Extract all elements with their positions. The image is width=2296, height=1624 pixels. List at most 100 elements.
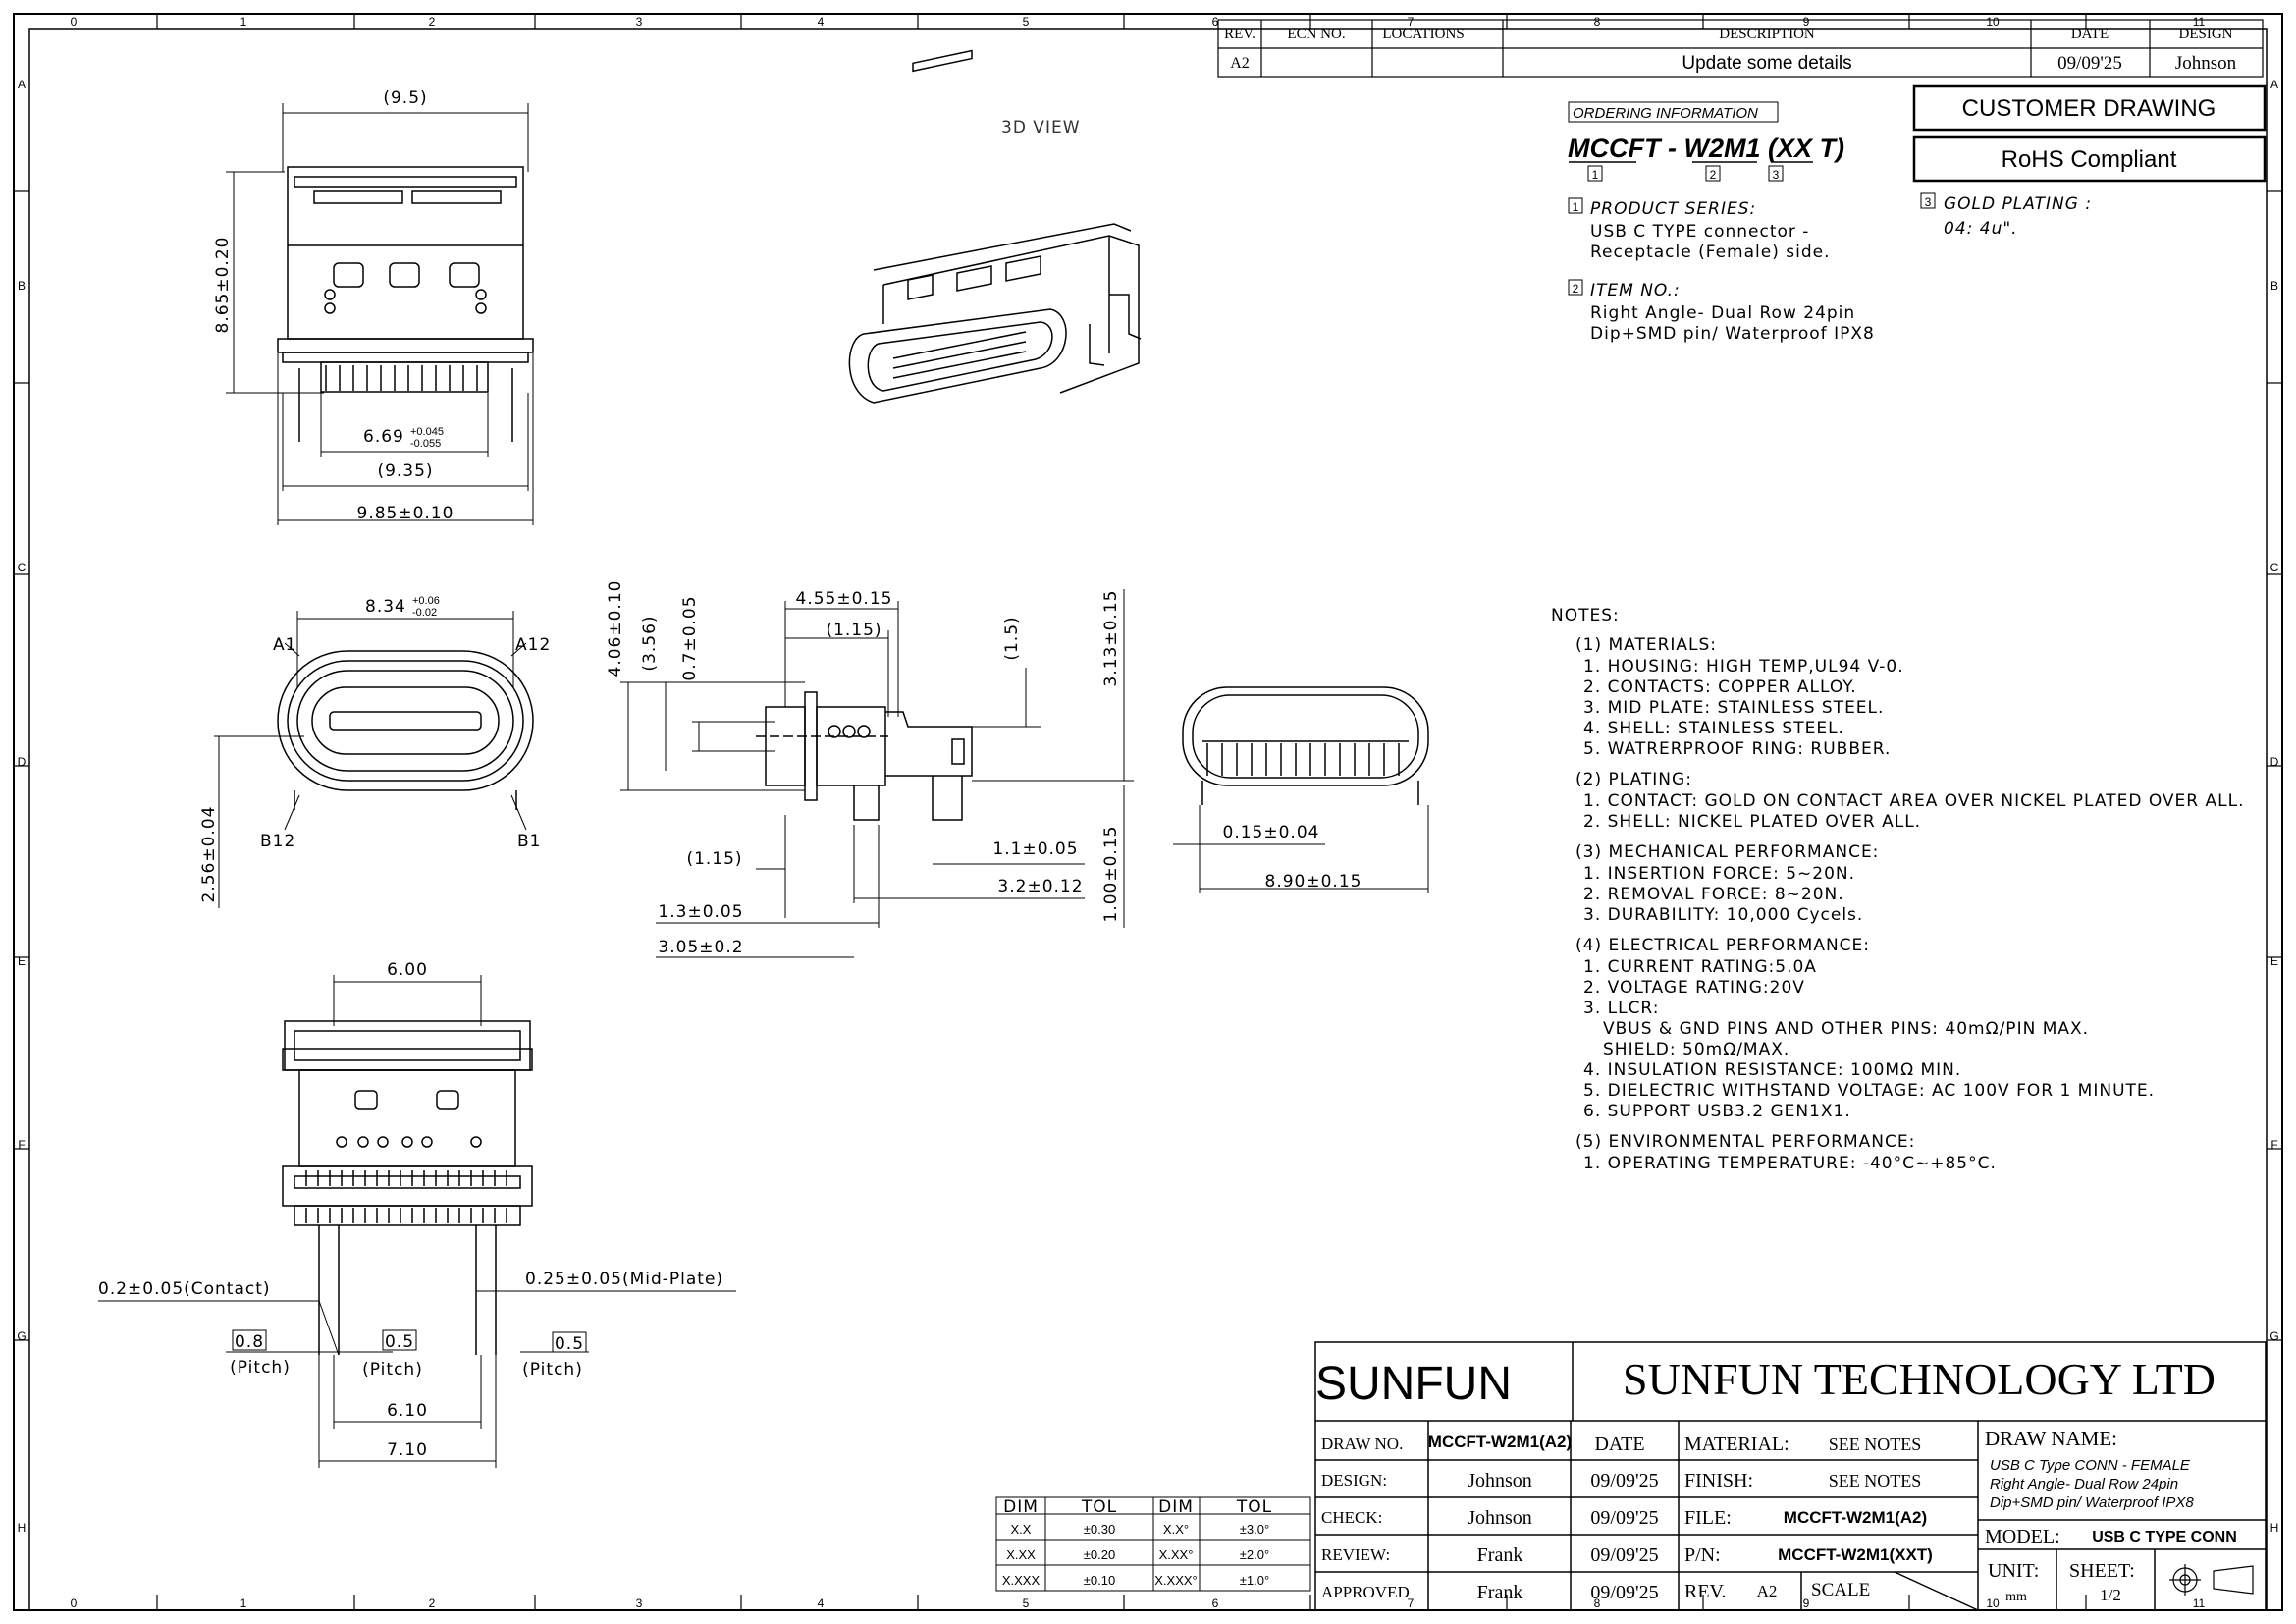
tb-review-label: REVIEW: [1321, 1545, 1390, 1564]
tb-date-label: DATE [1594, 1434, 1644, 1455]
notes-section-head: (4) ELECTRICAL PERFORMANCE: [1575, 936, 1870, 955]
pin-label-b12: B12 [260, 832, 295, 851]
notes-line: 5. WATRERPROOF RING: RUBBER. [1583, 739, 1891, 759]
pin-label-a12: A12 [515, 635, 551, 655]
pin-label-a1: A1 [273, 635, 296, 655]
dim-contact: 0.2±0.05(Contact) [98, 1279, 271, 1299]
part-mid: W2M1 [1683, 134, 1760, 163]
grid-col-label: 1 [240, 15, 247, 28]
notes-title: NOTES: [1551, 606, 1620, 625]
dim-front-tol-dn: -0.02 [412, 607, 437, 619]
rohs-text: RoHS Compliant [2002, 146, 2177, 173]
dim-115b: (1.15) [686, 849, 742, 869]
grid-col-label: 0 [71, 15, 78, 28]
item2-title: ITEM NO.: [1590, 281, 1681, 300]
item3-box [1920, 192, 1936, 209]
part-suffix: (XX T) [1761, 134, 1845, 163]
item1-title: PRODUCT SERIES: [1590, 199, 1756, 219]
pitch-box-05b [552, 1331, 587, 1353]
grid-row-label: G [17, 1329, 26, 1343]
grid-col-label: 3 [636, 15, 643, 28]
tb-finish-label: FINISH: [1684, 1470, 1753, 1491]
grid-row-label: F [18, 1138, 25, 1152]
tb-sheet-label: SHEET: [2069, 1560, 2135, 1582]
tb-scale-label: SCALE [1811, 1580, 1870, 1600]
grid-row-label: H [2270, 1521, 2279, 1535]
grid-row-label: E [18, 954, 26, 968]
tb-rev-label: REV. [1684, 1581, 1726, 1602]
dim-015: 0.15±0.04 [1223, 823, 1320, 842]
tb-review: Frank [1477, 1544, 1523, 1566]
notes-line: 1. OPERATING TEMPERATURE: -40°C~+85°C. [1583, 1154, 1997, 1173]
grid-col-label: 8 [1594, 1597, 1601, 1610]
notes-line: 2. SHELL: NICKEL PLATED OVER ALL. [1583, 812, 1921, 832]
dim-710: 7.10 [387, 1440, 428, 1460]
grid-col-label: 9 [1803, 1597, 1810, 1610]
tb-pn-label: P/N: [1684, 1544, 1721, 1566]
design-header: DESIGN [2179, 27, 2233, 42]
tb-design-label: DESIGN: [1321, 1471, 1387, 1489]
grid-row-label: E [2270, 954, 2278, 968]
dim-height: 8.65±0.20 [213, 237, 233, 334]
tol-cell: X.XX [1006, 1547, 1036, 1562]
item3-title: GOLD PLATING : [1944, 194, 2092, 214]
side-view-drawing [756, 691, 973, 821]
notes-line: VBUS & GND PINS AND OTHER PINS: 40mΩ/PIN… [1603, 1019, 2089, 1039]
dim-p05b: 0.5 [555, 1334, 584, 1354]
grid-ticks [14, 14, 2282, 1610]
tb-check: Johnson [1468, 1507, 1532, 1529]
ordering-label-box [1568, 101, 1779, 123]
tol-header: DIM [1003, 1497, 1039, 1517]
tb-rev: A2 [1757, 1582, 1778, 1600]
dim-mouth: 6.69 [363, 427, 404, 447]
tb-check-label: CHECK: [1321, 1508, 1382, 1527]
tb-design: Johnson [1468, 1470, 1532, 1491]
dim-935: (9.35) [377, 461, 433, 481]
dim-15: (1.5) [1002, 616, 1022, 660]
company-name: SUNFUN TECHNOLOGY LTD [1623, 1354, 2216, 1404]
grid-col-label: 8 [1594, 15, 1601, 28]
notes-line: 1. HOUSING: HIGH TEMP,UL94 V-0. [1583, 657, 1904, 677]
tol-cell: ±1.0° [1240, 1573, 1269, 1588]
dim-top-width: (9.5) [383, 88, 427, 108]
notes-section-head: (1) MATERIALS: [1575, 635, 1717, 655]
rohs-badge [1912, 135, 2267, 183]
item2-line1: Right Angle- Dual Row 24pin [1590, 303, 1855, 323]
notes-section-head: (5) ENVIRONMENTAL PERFORMANCE: [1575, 1132, 1915, 1152]
notes-line: 1. CONTACT: GOLD ON CONTACT AREA OVER NI… [1583, 791, 2244, 811]
grid-row-label: B [2270, 279, 2278, 293]
part-number: MCCFT - W2M1 (XX T) [1568, 134, 1844, 163]
title-block [1314, 1341, 2267, 1611]
front-view-drawing [277, 650, 534, 810]
inner-frame [28, 28, 2268, 1611]
tb-model-label: MODEL: [1985, 1526, 2060, 1547]
item1-line2: Receptacle (Female) side. [1590, 243, 1831, 262]
tb-drawname-2: Right Angle- Dual Row 24pin [1990, 1476, 2178, 1492]
tb-file: MCCFT-W2M1(A2) [1784, 1508, 1927, 1527]
dim-mouth-tol-dn: -0.055 [410, 438, 441, 450]
pitch-box-08 [232, 1329, 267, 1351]
dim-305: 3.05±0.2 [658, 938, 743, 957]
item2-line2: Dip+SMD pin/ Waterproof IPX8 [1590, 324, 1875, 344]
customer-drawing-text: CUSTOMER DRAWING [1962, 95, 2216, 122]
tb-material: SEE NOTES [1829, 1435, 1922, 1454]
grid-col-label: 10 [1986, 1597, 2000, 1610]
tb-pn: MCCFT-W2M1(XXT) [1778, 1545, 1933, 1564]
tol-header: DIM [1158, 1497, 1194, 1517]
dim-313: 3.13±0.15 [1101, 590, 1121, 687]
notes-line: 3. MID PLATE: STAINLESS STEEL. [1583, 698, 1884, 718]
item2-num: 2 [1573, 282, 1579, 296]
grid-row-label: C [2270, 561, 2279, 574]
notes-line: 4. INSULATION RESISTANCE: 100MΩ MIN. [1583, 1060, 1961, 1080]
pin-label-b1: B1 [517, 832, 541, 851]
dim-890: 8.90±0.15 [1265, 872, 1362, 892]
item2-box [1568, 279, 1583, 296]
tb-drawname-1: USB C Type CONN - FEMALE [1990, 1457, 2191, 1474]
top-view-dimlines [226, 103, 534, 525]
grid-row-label: C [18, 561, 27, 574]
dim-256: 2.56±0.04 [199, 806, 219, 903]
tb-design-date: 09/09'25 [1590, 1470, 1658, 1491]
dim-32: 3.2±0.12 [997, 877, 1083, 896]
